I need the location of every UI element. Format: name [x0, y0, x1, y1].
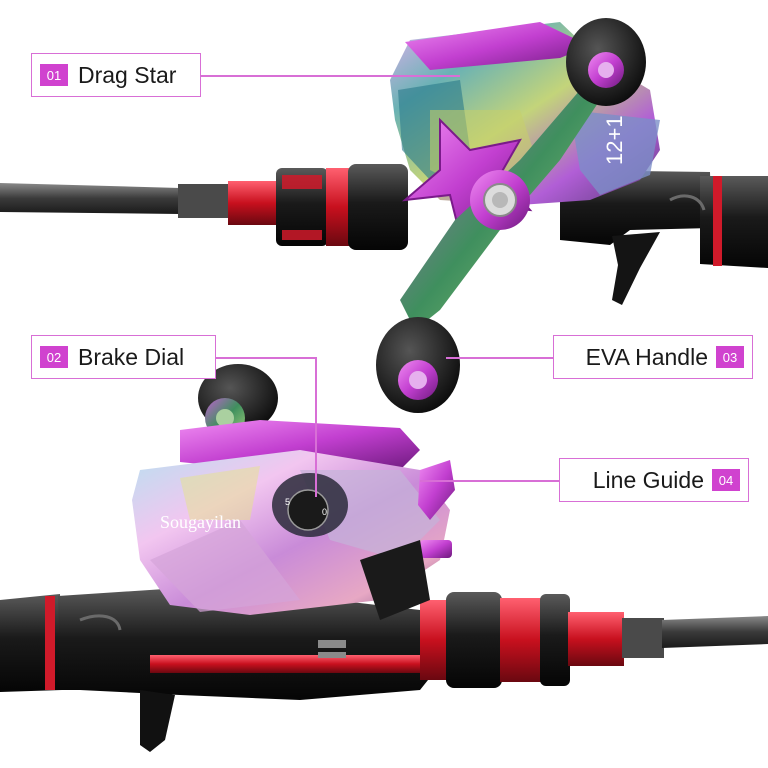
- dial-number-0: 0: [322, 507, 327, 517]
- bottom-rod: [0, 588, 768, 752]
- callout-label: Brake Dial: [78, 343, 185, 370]
- leader-line-03: [446, 357, 554, 359]
- line-guide: [418, 460, 455, 520]
- callout-number: 04: [712, 469, 740, 491]
- leader-line-02-v: [315, 357, 317, 497]
- callout-number: 03: [716, 346, 744, 368]
- callout-label: EVA Handle: [585, 343, 708, 370]
- callout-number: 01: [40, 64, 68, 86]
- leader-line-04: [420, 480, 560, 482]
- callout-line-guide: Line Guide 04: [559, 458, 749, 502]
- callout-label: Drag Star: [78, 61, 177, 88]
- callout-drag-star: 01 Drag Star: [31, 53, 201, 97]
- top-rod: [0, 164, 768, 305]
- leader-line-01: [201, 75, 460, 77]
- callout-eva-handle: EVA Handle 03: [553, 335, 753, 379]
- bottom-reel: 5 0 Sougayilan: [132, 364, 455, 620]
- callout-brake-dial: 02 Brake Dial: [31, 335, 216, 379]
- callout-label: Line Guide: [592, 466, 704, 493]
- leader-line-02-h: [216, 357, 316, 359]
- top-handle: [376, 18, 646, 413]
- brand-logo: Sougayilan: [160, 512, 241, 532]
- callout-number: 02: [40, 346, 68, 368]
- gear-ratio-text: 12+1: [602, 115, 627, 165]
- dial-number-5: 5: [285, 497, 290, 507]
